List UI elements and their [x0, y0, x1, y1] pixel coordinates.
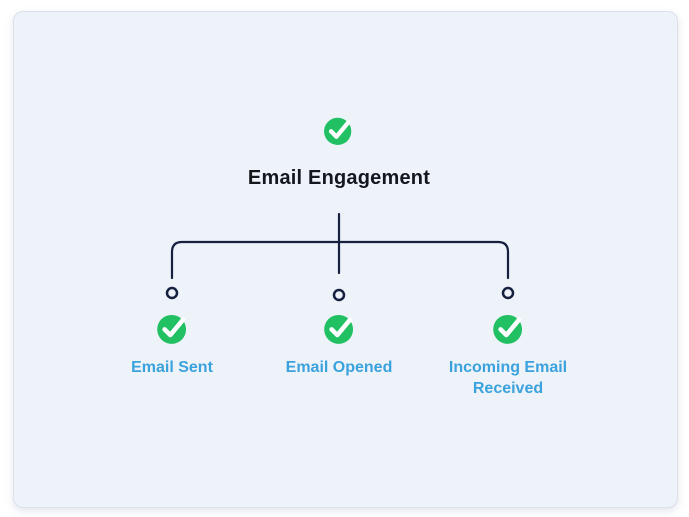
- child-node-label[interactable]: Incoming Email Received: [448, 359, 568, 397]
- check-circle-icon: [323, 314, 353, 344]
- child-node-label[interactable]: Email Opened: [285, 359, 393, 376]
- node-email-opened[interactable]: Email Opened: [254, 311, 424, 378]
- child-node-label[interactable]: Email Sent: [131, 359, 213, 376]
- branch-port-ring: [501, 286, 515, 300]
- node-incoming-email-received[interactable]: Incoming Email Received: [423, 311, 593, 399]
- check-circle-icon: [492, 314, 522, 344]
- check-circle-icon: [324, 117, 352, 145]
- tree-connectors: [165, 212, 515, 302]
- node-email-sent[interactable]: Email Sent: [87, 311, 257, 378]
- branch-bracket-line: [170, 240, 510, 280]
- branch-port-ring: [165, 286, 179, 300]
- root-node-label[interactable]: Email Engagement: [247, 167, 431, 189]
- branch-port-ring: [332, 288, 346, 302]
- email-engagement-tree: Email Engagement Email Sent Email Opened…: [14, 12, 677, 507]
- check-circle-icon: [156, 314, 186, 344]
- diagram-card: Email Engagement Email Sent Email Opened…: [13, 11, 678, 508]
